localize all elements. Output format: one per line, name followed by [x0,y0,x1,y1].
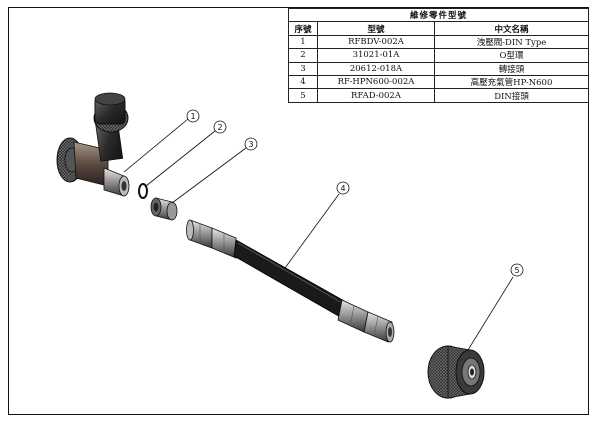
row-no: 4 [288,74,318,90]
row-name: DIN接頭 [433,88,590,103]
row-model: RF-HPN600-002A [317,74,435,90]
row-model: 20612-018A [317,61,435,76]
balloon-2-label: 2 [217,123,222,132]
drawing-border [8,7,589,415]
row-model: 31021-01A [317,48,435,63]
table-row: 3 20612-018A 轉接頭 [288,61,590,76]
part-4-hose [186,219,395,343]
part-5-din-connector [427,345,485,399]
balloon-1-label: 1 [190,112,195,121]
row-name: 洩壓閥-DIN Type [433,34,590,50]
balloon-4-label: 4 [340,184,345,193]
parts-table: 維修零件型號 序號 型號 中文名稱 1 RFBDV-002A 洩壓閥-DIN T… [287,7,590,103]
part-3-adapter [150,197,178,221]
balloon-3: 3 [171,137,258,204]
header-no: 序號 [288,21,318,36]
part-2-o-ring [138,183,148,199]
row-name: 高壓充氣管HP-N600 [433,74,590,90]
balloon-2: 2 [145,120,227,187]
part-1-relief-valve [56,92,130,197]
row-no: 3 [288,61,318,76]
row-name: O型環 [433,48,590,63]
row-model: RFBDV-002A [317,34,435,50]
balloon-5-label: 5 [514,266,519,275]
balloon-3-label: 3 [248,140,253,149]
row-no: 5 [288,88,318,103]
header-name: 中文名稱 [433,21,590,36]
balloon-1: 1 [123,109,200,173]
table-row: 4 RF-HPN600-002A 高壓充氣管HP-N600 [288,74,590,90]
header-model: 型號 [317,21,435,36]
parts-table-title: 維修零件型號 [287,7,590,23]
row-name: 轉接頭 [433,61,590,76]
table-row: 5 RFAD-002A DIN接頭 [288,88,590,103]
row-model: RFAD-002A [317,88,435,103]
balloon-4: 4 [284,181,350,269]
balloon-5: 5 [467,263,524,351]
row-no: 1 [288,34,318,50]
table-row: 1 RFBDV-002A 洩壓閥-DIN Type [288,34,590,50]
table-row: 2 31021-01A O型環 [288,48,590,63]
row-no: 2 [288,48,318,63]
